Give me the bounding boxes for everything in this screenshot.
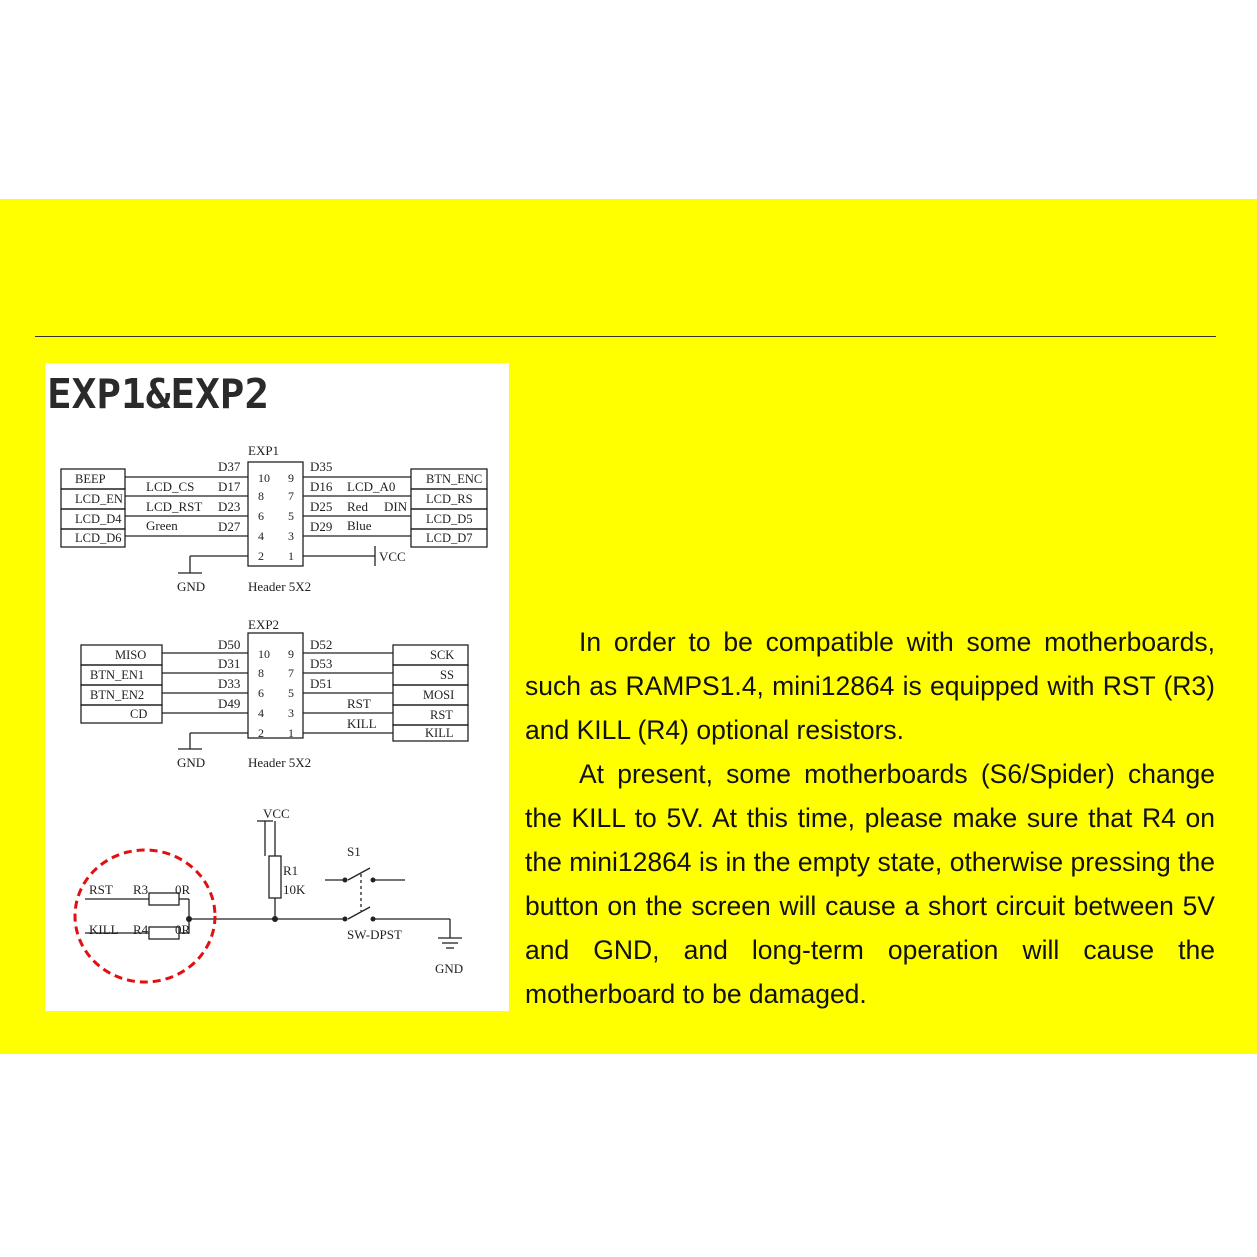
signal-box-label: LCD_RS — [426, 492, 473, 506]
exp2-header-body — [247, 632, 304, 739]
net-label: DIN — [384, 499, 408, 514]
port-label: D35 — [310, 459, 332, 474]
signal-box-label: MOSI — [423, 688, 454, 702]
switch-ref-label: S1 — [347, 844, 361, 859]
pin-label: 1 — [288, 726, 294, 740]
exp2-ref: EXP2 — [248, 617, 279, 632]
port-label: D17 — [218, 479, 241, 494]
diagram-title: EXP1&EXP2 — [47, 370, 269, 418]
pin-label: 8 — [258, 666, 264, 680]
r1-resistor — [268, 855, 282, 899]
signal-box-label: KILL — [425, 726, 453, 740]
r1-value-label: 10K — [283, 882, 306, 897]
gnd-label: GND — [435, 961, 463, 976]
net-label: KILL — [347, 716, 377, 731]
net-label: LCD_RST — [146, 499, 202, 514]
port-label: D53 — [310, 656, 332, 671]
signal-box-label: LCD_D4 — [75, 512, 122, 526]
signal-box-label: LCD_D7 — [426, 531, 473, 545]
port-label: D51 — [310, 676, 332, 691]
net-label: LCD_A0 — [347, 479, 395, 494]
r3-ref-label: R3 — [133, 882, 148, 897]
signal-box-label: BTN_EN1 — [90, 668, 144, 682]
port-label: D52 — [310, 637, 332, 652]
description-paragraph-2: At present, some motherboards (S6/Spider… — [525, 759, 1215, 1009]
port-label: D25 — [310, 499, 332, 514]
pin-label: 2 — [258, 549, 264, 563]
gnd-label: GND — [177, 755, 205, 770]
signal-box-label: LCD_EN — [75, 492, 123, 506]
port-label: D50 — [218, 637, 240, 652]
highlight-circle — [73, 848, 217, 984]
port-label: D29 — [310, 519, 332, 534]
pin-label: 2 — [258, 726, 264, 740]
switch-type-label: SW-DPST — [347, 927, 402, 942]
pin-label: 7 — [288, 489, 294, 503]
signal-box-label: LCD_D5 — [426, 512, 473, 526]
net-label: LCD_CS — [146, 479, 194, 494]
signal-box-label: RST — [430, 708, 453, 722]
port-label: D23 — [218, 499, 240, 514]
pin-label: 6 — [258, 686, 264, 700]
pin-label: 10 — [258, 471, 270, 485]
gnd-label: GND — [177, 579, 205, 594]
pin-label: 7 — [288, 666, 294, 680]
signal-box-label: LCD_D6 — [75, 531, 122, 545]
schematic-diagram: EXP1&EXP2 EXP1 Header 5X2 10 8 6 4 2 9 7… — [47, 370, 488, 984]
port-label: D33 — [218, 676, 240, 691]
divider-line — [35, 336, 1216, 337]
r3-value-label: 0R — [175, 882, 191, 897]
kill-label: KILL — [89, 922, 119, 937]
port-label: D49 — [218, 696, 240, 711]
port-label: D16 — [310, 479, 333, 494]
pin-label: 5 — [288, 509, 294, 523]
exp1-ref: EXP1 — [248, 443, 279, 458]
signal-box-label: BTN_ENC — [426, 472, 482, 486]
pin-label: 9 — [288, 471, 294, 485]
pin-label: 6 — [258, 509, 264, 523]
exp1-header-body — [247, 461, 304, 567]
pin-label: 4 — [258, 529, 264, 543]
description-paragraph-1: In order to be compatible with some moth… — [525, 627, 1215, 745]
r4-value-label: 0R — [175, 922, 191, 937]
rst-label: RST — [89, 882, 113, 897]
pin-label: 5 — [288, 686, 294, 700]
port-label: D31 — [218, 656, 240, 671]
net-label: RST — [347, 696, 371, 711]
exp1-footprint: Header 5X2 — [248, 579, 311, 594]
description-text: In order to be compatible with some moth… — [525, 620, 1215, 1016]
pin-label: 1 — [288, 549, 294, 563]
r1-ref-label: R1 — [283, 863, 298, 878]
exp2-footprint: Header 5X2 — [248, 755, 311, 770]
signal-box-label: BTN_EN2 — [90, 688, 144, 702]
vcc-label: VCC — [263, 806, 290, 821]
pin-label: 10 — [258, 647, 270, 661]
net-label: Blue — [347, 518, 372, 533]
signal-box-label: BEEP — [75, 472, 106, 486]
pin-label: 4 — [258, 706, 264, 720]
pin-label: 3 — [288, 529, 294, 543]
signal-box-label: MISO — [115, 648, 146, 662]
port-label: D27 — [218, 519, 241, 534]
signal-box-label: CD — [130, 707, 147, 721]
pin-label: 8 — [258, 489, 264, 503]
net-label: Green — [146, 518, 178, 533]
vcc-label: VCC — [379, 549, 406, 564]
signal-box-label: SCK — [430, 648, 454, 662]
schematic-panel: EXP1&EXP2 EXP1 Header 5X2 10 8 6 4 2 9 7… — [45, 363, 509, 1011]
port-label: D37 — [218, 459, 241, 474]
r4-ref-label: R4 — [133, 922, 149, 937]
net-label: Red — [347, 499, 368, 514]
pin-label: 9 — [288, 647, 294, 661]
pin-label: 3 — [288, 706, 294, 720]
signal-box-label: SS — [440, 668, 454, 682]
